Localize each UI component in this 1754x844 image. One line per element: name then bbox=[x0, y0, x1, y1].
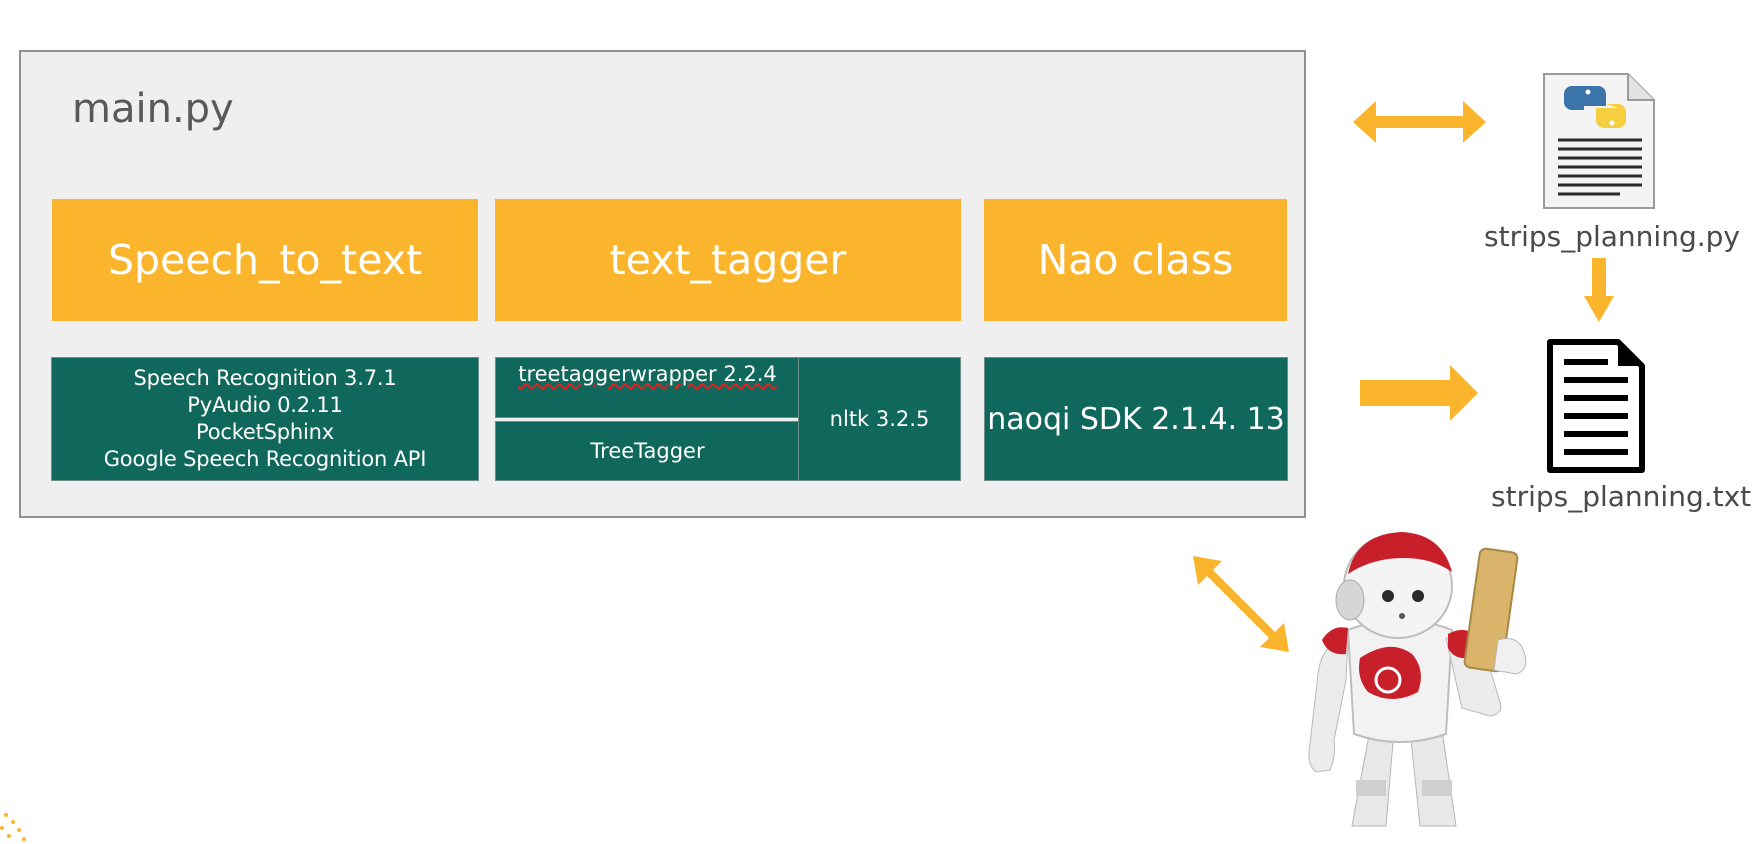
python-file-icon bbox=[1543, 73, 1655, 209]
text-tagger-module: text_tagger bbox=[495, 199, 961, 321]
naoqi-sdk-dep: naoqi SDK 2.1.4. 13 bbox=[987, 401, 1285, 437]
pocketsphinx-dep: PocketSphinx bbox=[195, 420, 335, 444]
text-file-icon bbox=[1547, 339, 1645, 473]
nltk-dep: nltk 3.2.5 bbox=[829, 407, 930, 431]
nltk-box: nltk 3.2.5 bbox=[798, 357, 961, 481]
speech-recognition-dep: Speech Recognition 3.7.1 bbox=[133, 366, 397, 390]
treetaggerwrapper-dep: treetaggerwrapper 2.2.4 bbox=[518, 362, 777, 386]
google-speech-api-dep: Google Speech Recognition API bbox=[103, 447, 427, 471]
treetagger-dep: TreeTagger bbox=[590, 439, 705, 463]
text-tagger-label: text_tagger bbox=[609, 236, 847, 284]
treetagger-box: TreeTagger bbox=[495, 421, 800, 481]
nao-class-module: Nao class bbox=[984, 199, 1287, 321]
speech-to-text-module: Speech_to_text bbox=[52, 199, 478, 321]
main-py-title: main.py bbox=[72, 86, 234, 132]
naoqi-sdk-box: naoqi SDK 2.1.4. 13 bbox=[984, 357, 1288, 481]
nao-robot-image bbox=[1308, 532, 1527, 827]
corner-decoration-icon bbox=[0, 813, 26, 841]
pyaudio-dep: PyAudio 0.2.11 bbox=[187, 393, 343, 417]
strips-planning-py-label: strips_planning.py bbox=[1484, 220, 1740, 253]
speech-to-text-label: Speech_to_text bbox=[107, 236, 423, 284]
treetaggerwrapper-box: treetaggerwrapper 2.2.4 bbox=[495, 357, 800, 418]
speech-dependencies-box: Speech Recognition 3.7.1 PyAudio 0.2.11 … bbox=[51, 357, 479, 481]
nao-class-label: Nao class bbox=[1037, 236, 1234, 284]
strips-planning-txt-label: strips_planning.txt bbox=[1491, 480, 1752, 513]
diagonal-double-arrow-icon bbox=[1193, 556, 1289, 652]
double-arrow-py-icon bbox=[1353, 101, 1486, 143]
down-arrow-icon bbox=[1584, 258, 1614, 322]
right-arrow-icon bbox=[1360, 365, 1478, 421]
